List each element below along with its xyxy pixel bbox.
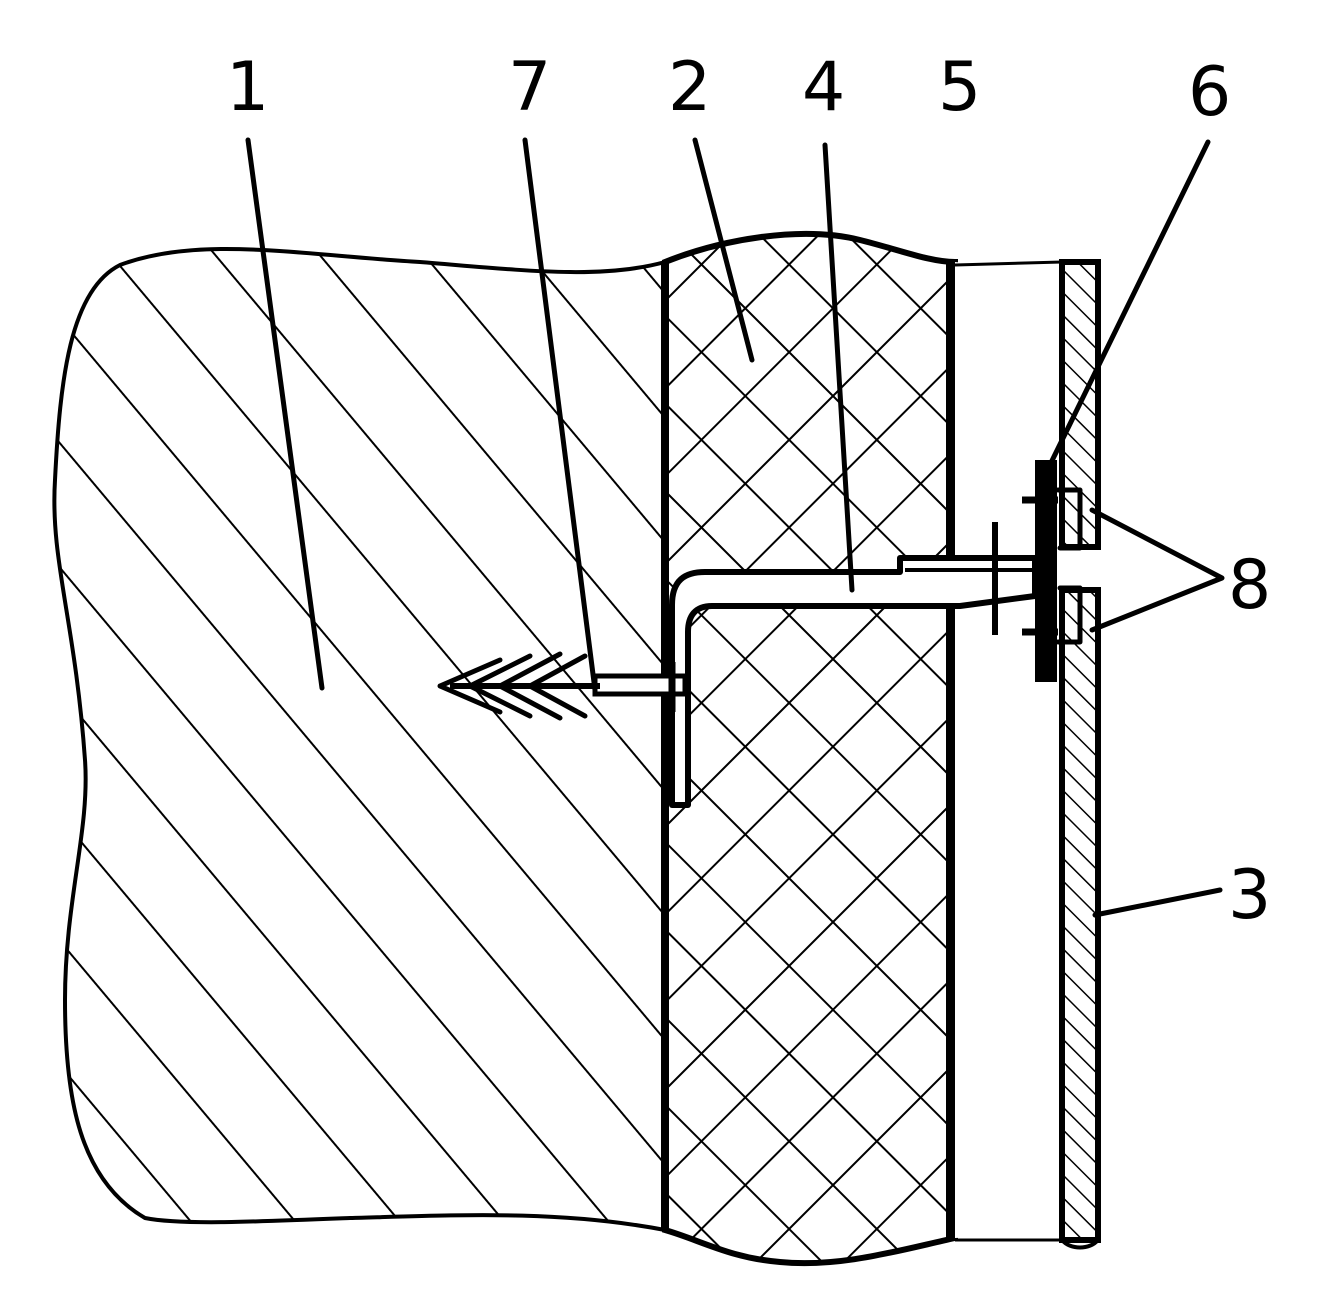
- leader-8: [1089, 507, 1225, 633]
- air-gap-top-edge: [954, 260, 1063, 267]
- leader-6: [1042, 139, 1211, 478]
- label-dowel: 7: [508, 48, 551, 127]
- leader-2: [692, 137, 755, 363]
- wall-base-region: [52, 246, 667, 1233]
- air-gap-region: [955, 262, 1062, 1238]
- panel-holder-clamp: [1022, 460, 1083, 682]
- leader-1: [245, 137, 325, 691]
- label-wall: 1: [226, 48, 269, 127]
- label-fixings: 8: [1228, 546, 1271, 625]
- insulation-layer: [662, 230, 958, 1267]
- leader-7: [522, 137, 598, 693]
- label-holder: 6: [1188, 53, 1231, 132]
- label-cladding: 3: [1228, 856, 1271, 935]
- cladding-panel-bottom-cap: [1060, 1238, 1100, 1250]
- label-air-gap: 5: [938, 48, 981, 127]
- leader-4: [822, 142, 855, 593]
- cladding-panel-lower: [1059, 587, 1101, 1243]
- label-insulation: 2: [668, 48, 711, 127]
- label-bracket: 4: [802, 48, 845, 127]
- leader-3: [1092, 887, 1223, 918]
